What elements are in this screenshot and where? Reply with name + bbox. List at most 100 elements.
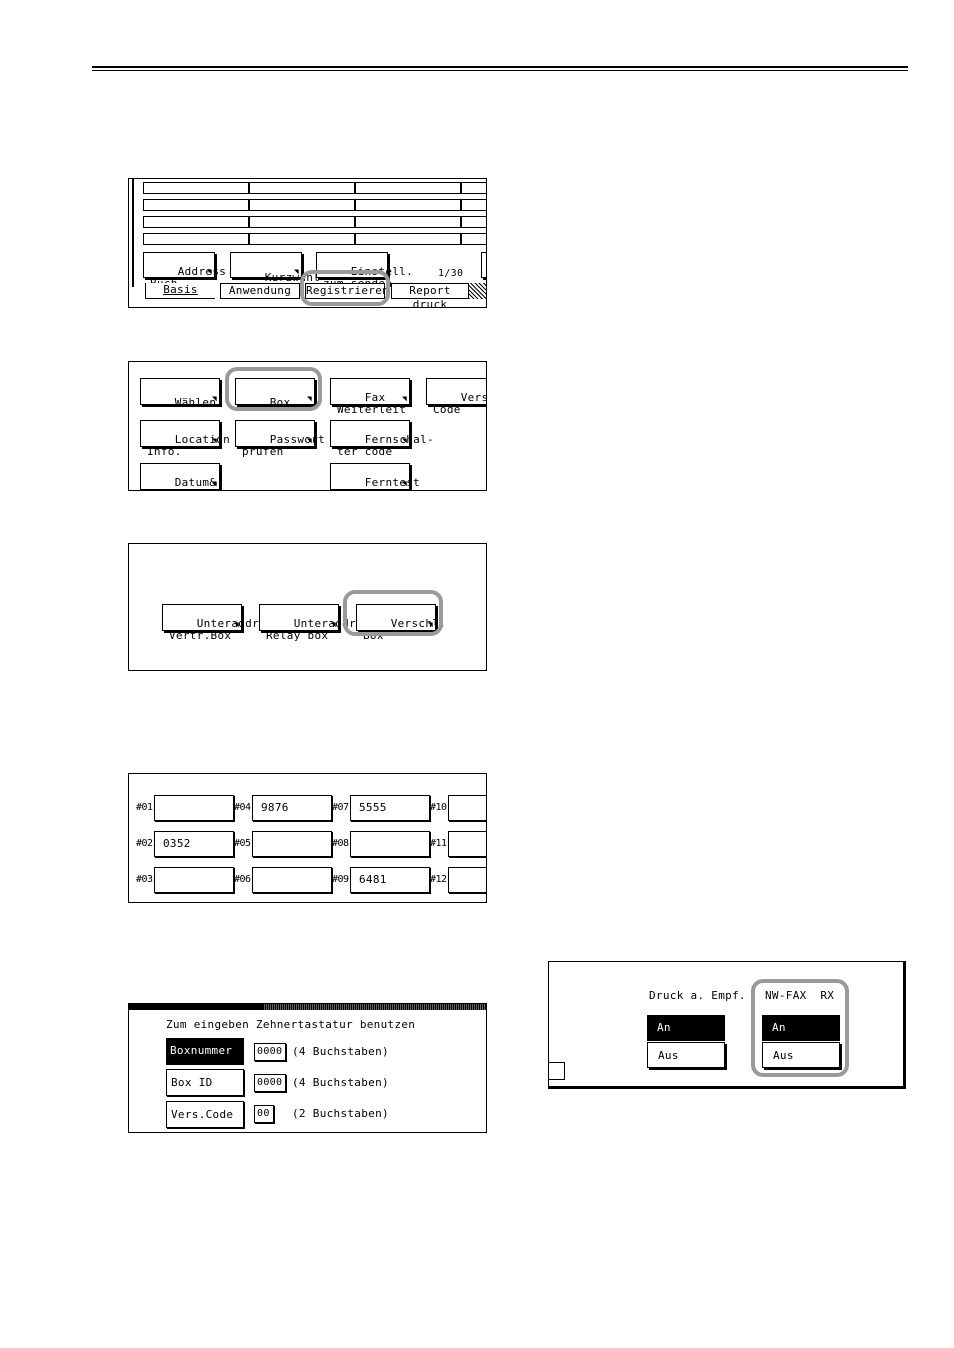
- box-slot-field[interactable]: [154, 867, 234, 893]
- slot-label: #02: [136, 838, 153, 849]
- address-cell[interactable]: [461, 199, 486, 211]
- vers-code-hint: (2 Buchstaben): [292, 1107, 389, 1120]
- address-cell[interactable]: [461, 182, 486, 194]
- tab-bar: Basis Anwendung Registrieren Report druc…: [129, 283, 486, 307]
- box-slot-field[interactable]: [154, 795, 234, 821]
- box-slot-field[interactable]: 5555: [350, 795, 430, 821]
- box-slot-field[interactable]: 0352: [154, 831, 234, 857]
- box-button[interactable]: Box◥: [235, 378, 315, 409]
- box-menu-panel: Unteraddr. Vertr.Box◥ Unteraddr. Relay b…: [128, 543, 487, 671]
- tab-registrieren[interactable]: Registrieren: [305, 283, 390, 299]
- address-cell[interactable]: [461, 233, 486, 245]
- datum-uhrzeit-button[interactable]: Datum& Uhrzeit◥: [140, 463, 220, 490]
- address-cell[interactable]: [249, 182, 355, 194]
- address-cell[interactable]: [249, 199, 355, 211]
- arrow-icon: ◥: [306, 394, 312, 403]
- speed-dial-button[interactable]: Kurzwahl◥: [230, 252, 320, 284]
- slot-label: #10: [430, 802, 447, 813]
- entry-header-dark: [129, 1004, 264, 1010]
- address-cell[interactable]: [143, 199, 249, 211]
- arrow-icon: ◥: [330, 620, 336, 629]
- header-rule-thick: [92, 66, 908, 68]
- location-info-button[interactable]: Location Info.◥: [140, 420, 230, 458]
- arrow-icon: ◥: [401, 394, 407, 403]
- fax-weiterleit-button[interactable]: Fax Weiterleit◥: [330, 378, 410, 416]
- box-slot-field[interactable]: [350, 831, 430, 857]
- address-screen-panel: Address Buch◥ Kurzwahl◥ Einstell. zum se…: [128, 178, 487, 308]
- arrow-icon: ◥: [427, 620, 433, 629]
- box-slot-field[interactable]: [252, 867, 332, 893]
- address-cell[interactable]: [143, 216, 249, 228]
- box-id-hint: (4 Buchstaben): [292, 1076, 389, 1089]
- box-slot-field[interactable]: [448, 831, 486, 857]
- arrow-icon: ◥: [293, 267, 299, 276]
- verschl-code-button[interactable]: Verschl. Code: [426, 378, 486, 416]
- corner-box: [549, 1062, 565, 1080]
- vers-code-label[interactable]: Vers.Code: [166, 1101, 244, 1128]
- box-slot-field[interactable]: [252, 831, 332, 857]
- arrow-icon: ◥: [211, 436, 217, 445]
- slot-label: #06: [234, 874, 251, 885]
- arrow-icon: ◥: [211, 479, 217, 488]
- slot-label: #01: [136, 802, 153, 813]
- header-rule-thin: [92, 70, 908, 71]
- slot-label: #07: [332, 802, 349, 813]
- arrow-icon: ◥: [401, 436, 407, 445]
- scroll-button[interactable]: [481, 252, 486, 278]
- address-book-button[interactable]: Address Buch◥: [143, 252, 226, 290]
- slot-label: #05: [234, 838, 251, 849]
- tab-bar-fill: [469, 283, 486, 299]
- arrow-icon: ◥: [233, 620, 239, 629]
- entry-instruction: Zum eingeben Zehnertastatur benutzen: [166, 1018, 416, 1031]
- druck-empf-title: Druck a. Empf.: [649, 989, 746, 1002]
- box-slot-field[interactable]: 9876: [252, 795, 332, 821]
- box-id-value-field[interactable]: 0000: [254, 1074, 286, 1092]
- boxnummer-value-field[interactable]: 0000: [254, 1043, 286, 1061]
- entry-header-bar: [129, 1004, 486, 1010]
- nw-fax-rx-title: NW-FAX RX: [765, 989, 835, 1002]
- slot-label: #03: [136, 874, 153, 885]
- box-slot-field[interactable]: [448, 867, 486, 893]
- unteraddr-vertr-box-button[interactable]: Unteraddr. Vertr.Box◥: [162, 604, 266, 642]
- address-cell[interactable]: [355, 199, 461, 211]
- verschl-box-button[interactable]: Verschl. Box◥: [356, 604, 446, 642]
- address-cell[interactable]: [249, 216, 355, 228]
- slot-label: #08: [332, 838, 349, 849]
- druck-an-button[interactable]: An: [647, 1015, 725, 1041]
- settings-button[interactable]: Einstell. zum senden: [316, 252, 413, 290]
- druck-aus-button[interactable]: Aus: [647, 1042, 725, 1068]
- box-id-label[interactable]: Box ID: [166, 1069, 244, 1096]
- ferntest-id-button[interactable]: Ferntest ID◥: [330, 463, 420, 490]
- print-setting-panel: Druck a. Empf. An Aus NW-FAX RX An Aus: [548, 961, 906, 1089]
- box-list-panel: #01 #04 9876 #07 5555 #10 #02 0352 #05 #…: [128, 773, 487, 903]
- address-cell[interactable]: [355, 233, 461, 245]
- address-cell[interactable]: [249, 233, 355, 245]
- box-slot-field[interactable]: 6481: [350, 867, 430, 893]
- vers-code-value-field[interactable]: 00: [254, 1105, 274, 1123]
- arrow-icon: ◥: [211, 394, 217, 403]
- address-cell[interactable]: [143, 182, 249, 194]
- boxnummer-label[interactable]: Boxnummer: [166, 1038, 244, 1065]
- address-grid: [129, 179, 486, 287]
- waehlen-button[interactable]: Wählen◥: [140, 378, 220, 409]
- address-cell[interactable]: [461, 216, 486, 228]
- slot-label: #12: [430, 874, 447, 885]
- address-cell[interactable]: [143, 233, 249, 245]
- nwfax-an-button[interactable]: An: [762, 1015, 840, 1041]
- unteraddr-relay-box-button[interactable]: Unteraddr. Relay box◥: [259, 604, 363, 642]
- box-slot-field[interactable]: [448, 795, 486, 821]
- register-menu-panel: Wählen◥ Box◥ Fax Weiterleit◥ Verschl. Co…: [128, 361, 487, 491]
- slot-label: #11: [430, 838, 447, 849]
- slot-label: #04: [234, 802, 251, 813]
- page-counter: 1/30: [438, 268, 464, 279]
- box-entry-panel: Zum eingeben Zehnertastatur benutzen Box…: [128, 1003, 487, 1133]
- arrow-icon: ◥: [306, 436, 312, 445]
- fernschalter-code-button[interactable]: Fernschal- ter code◥: [330, 420, 434, 458]
- nwfax-aus-button[interactable]: Aus: [762, 1042, 840, 1068]
- address-cell[interactable]: [355, 216, 461, 228]
- tab-basis[interactable]: Basis: [145, 283, 215, 299]
- tab-anwendung[interactable]: Anwendung: [220, 283, 300, 299]
- tab-report-druck[interactable]: Report druck: [391, 283, 469, 307]
- passwort-pruefen-button[interactable]: Passwort prüfen◥: [235, 420, 325, 458]
- address-cell[interactable]: [355, 182, 461, 194]
